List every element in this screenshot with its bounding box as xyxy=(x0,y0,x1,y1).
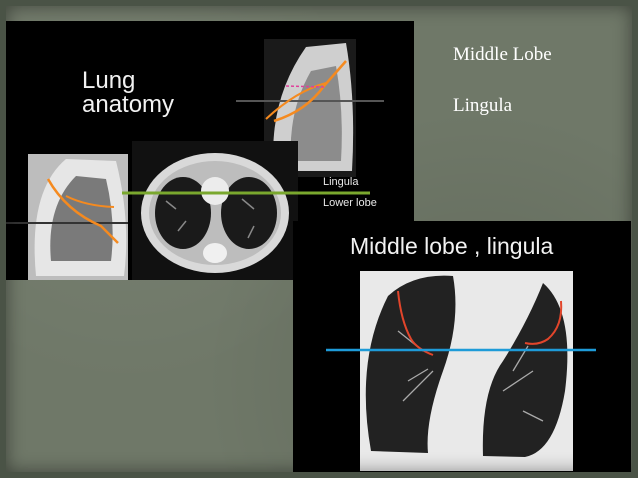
lung-anatomy-panel: Lung anatomy xyxy=(6,21,414,280)
ct-lung-window-image xyxy=(326,271,596,471)
middle-lobe-lingula-panel: Middle lobe , lingula xyxy=(293,221,631,473)
ct-axial-slice xyxy=(132,141,298,280)
side-text-lingula: Lingula xyxy=(453,95,513,116)
side-text-middle-lobe: Middle Lobe xyxy=(453,44,552,65)
lung-anatomy-images xyxy=(6,39,384,280)
middle-lobe-lingula-title: Middle lobe , lingula xyxy=(350,233,554,259)
title-line-1: Lung xyxy=(82,67,136,94)
lung-anatomy-title: Lung anatomy xyxy=(82,69,174,117)
label-lingula: Lingula xyxy=(323,176,359,188)
title-line-2: anatomy xyxy=(82,91,175,118)
label-lower-lobe: Lower lobe xyxy=(323,197,377,209)
lateral-xray-left xyxy=(6,154,128,280)
